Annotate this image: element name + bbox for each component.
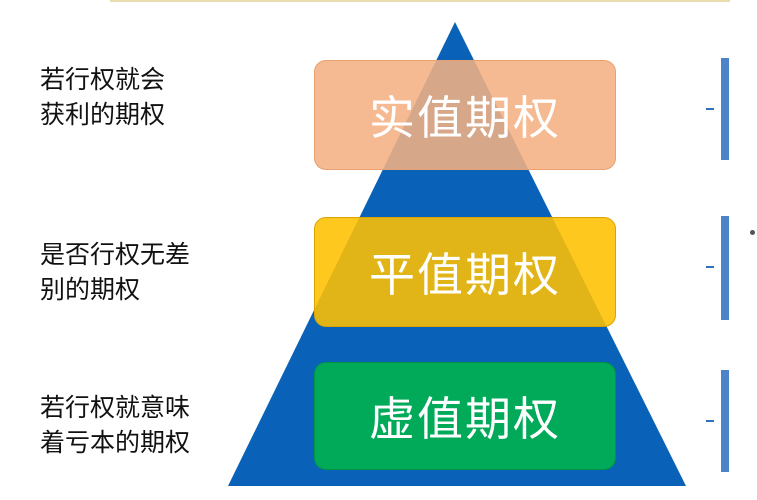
brace-3-tick	[706, 420, 714, 422]
tier-2-description: 是否行权无差 别的期权	[40, 240, 191, 304]
tier-3-label: 虚值期权	[369, 392, 561, 446]
tier-3-description: 若行权就意味 着亏本的期权	[40, 393, 191, 457]
brace-1	[721, 58, 729, 160]
tier-3-box: 虚值期权	[314, 362, 616, 470]
brace-1-tick	[706, 108, 714, 110]
tier-2-label: 平值期权	[369, 248, 561, 302]
edge-mark	[750, 230, 755, 235]
tier-1-box: 实值期权	[314, 60, 616, 170]
brace-2-tick	[706, 266, 714, 268]
tier-1-description: 若行权就会 获利的期权	[40, 65, 166, 129]
brace-3	[721, 370, 729, 472]
top-divider	[110, 0, 730, 2]
tier-1-label: 实值期权	[369, 91, 561, 145]
brace-2	[721, 216, 729, 320]
tier-2-box: 平值期权	[314, 217, 616, 327]
